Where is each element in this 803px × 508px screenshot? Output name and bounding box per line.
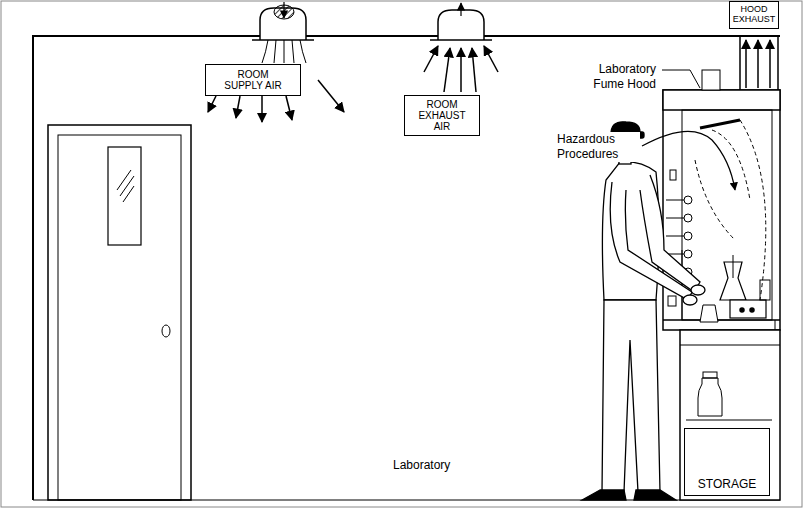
exhaust-arrow — [745, 40, 747, 88]
box-text: ROOM SUPPLY AIR — [220, 69, 286, 91]
box-text: ROOM EXHAUST AIR — [411, 99, 473, 132]
hood-exhaust-box: HOOD EXHAUST — [729, 1, 779, 29]
exhaust-arrow — [757, 40, 759, 88]
exhaust-air-box: ROOM EXHAUST AIR — [404, 95, 480, 136]
exhaust-arrow — [769, 40, 771, 88]
exhaust-diffuser — [424, 3, 498, 92]
procedure-label: Hazardous Procedures — [556, 132, 640, 162]
base-cabinet — [680, 330, 780, 500]
door — [48, 125, 191, 500]
storage-compartment: STORAGE — [684, 428, 770, 496]
fume-hood-label: Laboratory Fume Hood — [575, 62, 657, 92]
box-text: STORAGE — [698, 478, 756, 491]
fume-hood — [663, 70, 780, 350]
room-wall — [33, 36, 780, 500]
room-label: Laboratory — [392, 458, 451, 473]
supply-diffuser — [208, 2, 344, 122]
box-text: HOOD EXHAUST — [732, 5, 776, 25]
supply-air-box: ROOM SUPPLY AIR — [205, 64, 301, 96]
